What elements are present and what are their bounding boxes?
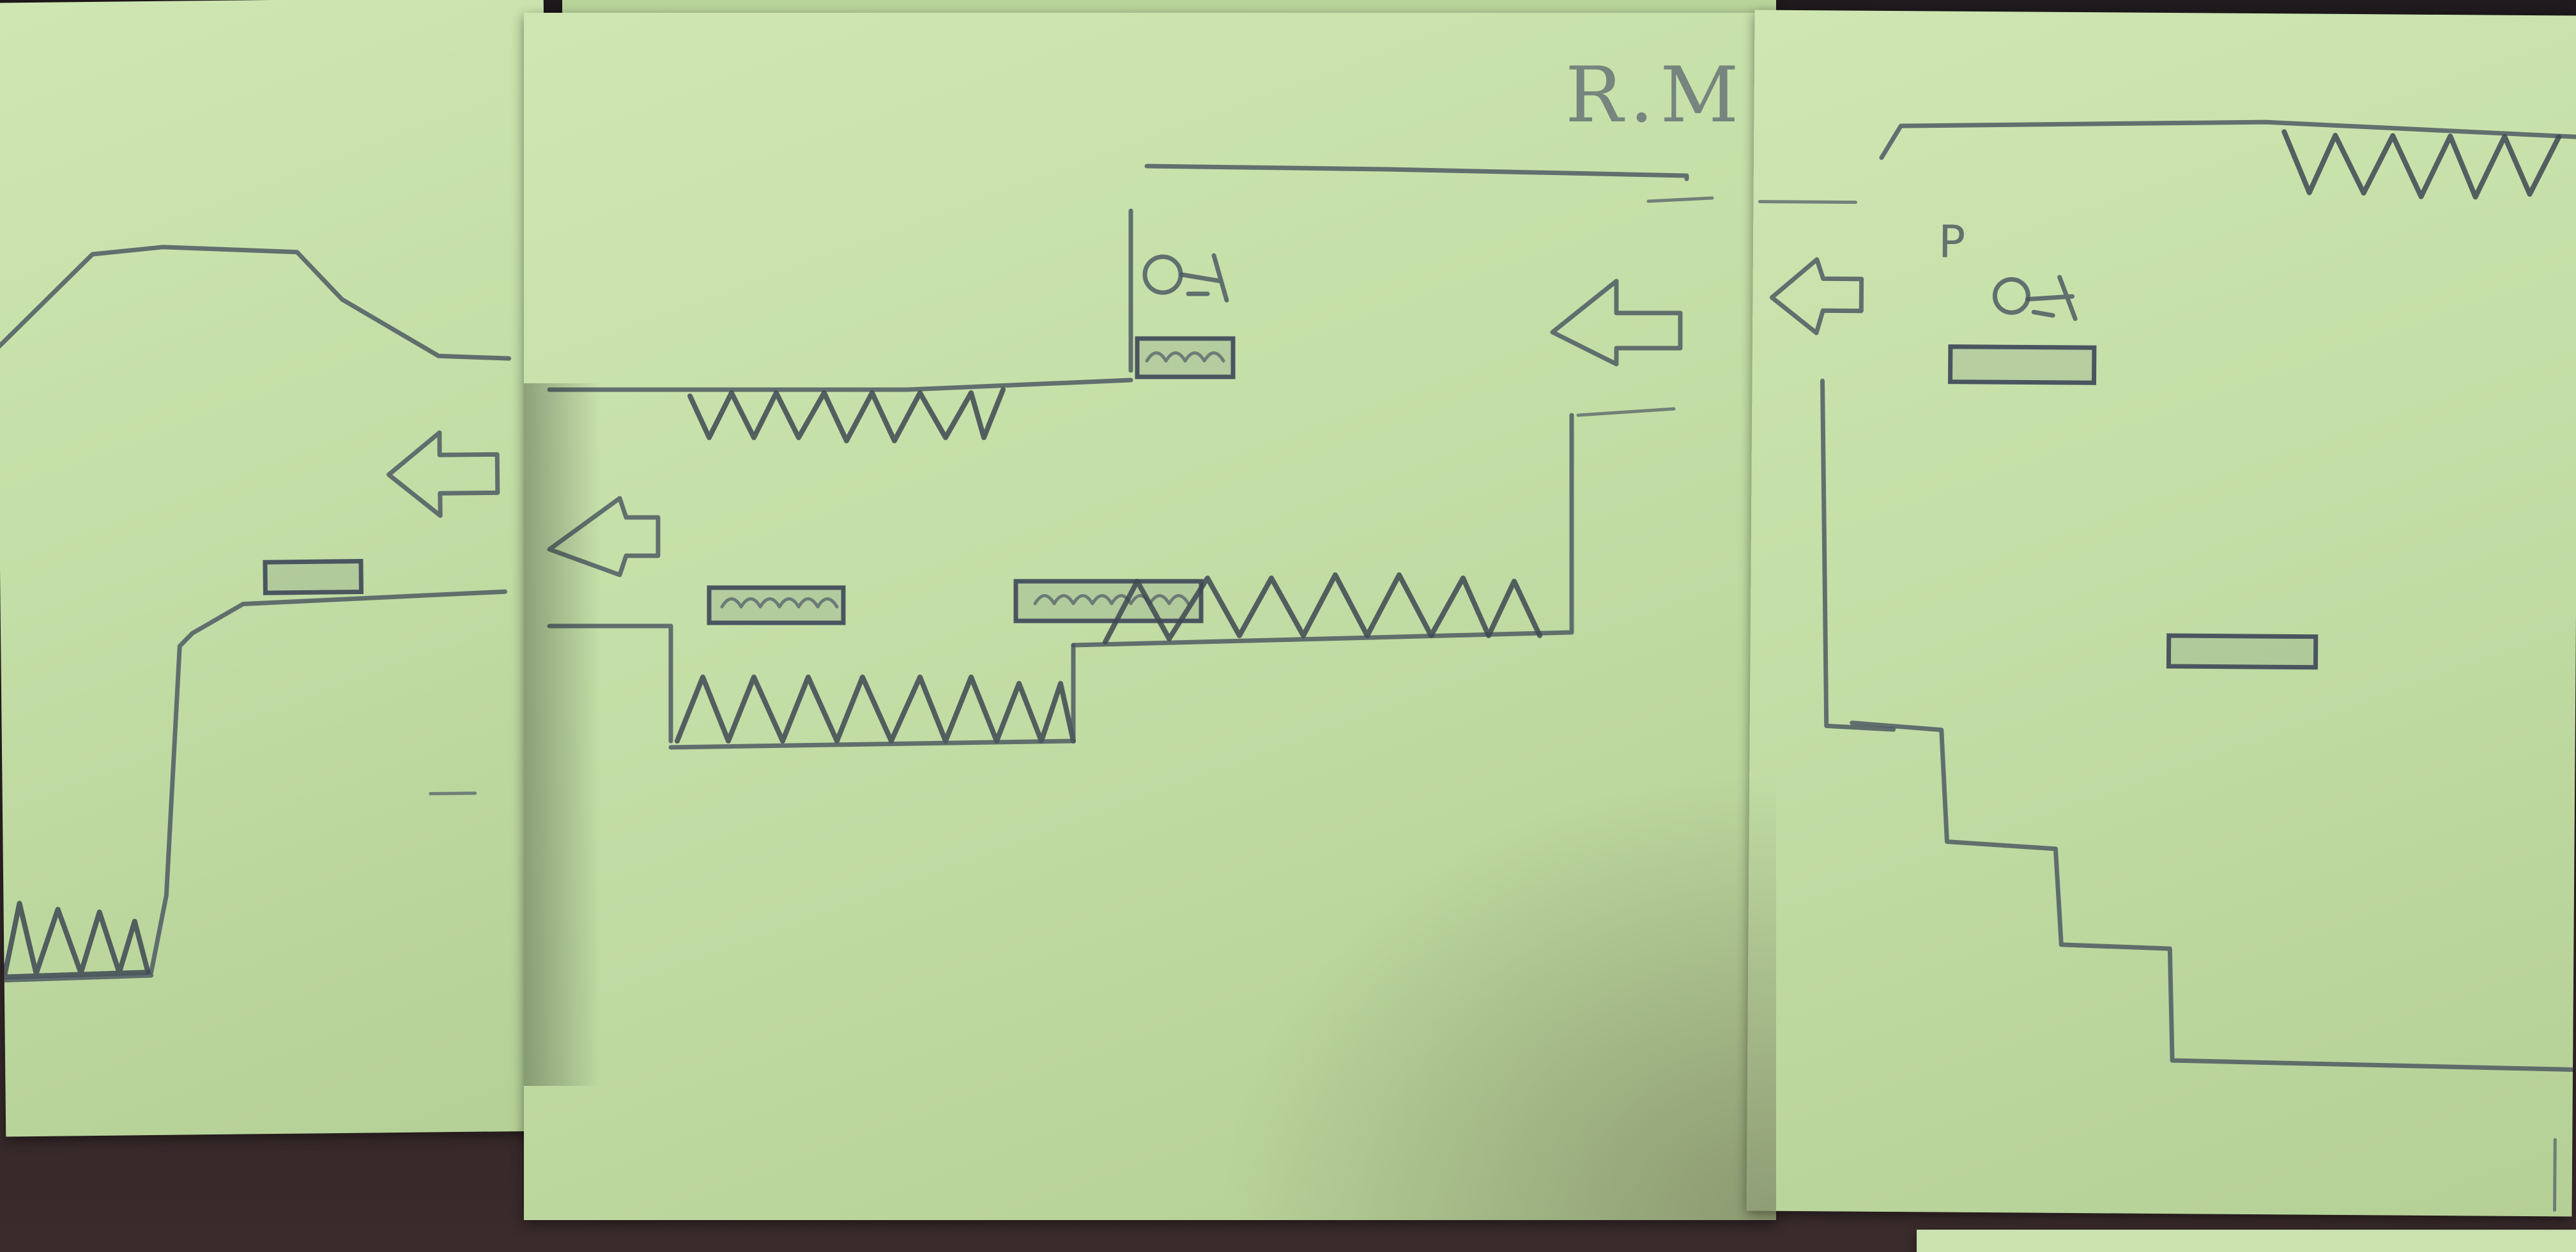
floating-platform: [2166, 633, 2319, 670]
ledge-tick: [1576, 407, 1676, 417]
arrow-left-icon: [386, 430, 500, 518]
ceiling-line: [1144, 164, 1689, 181]
pit-floor: [2, 973, 154, 982]
staircase: [1850, 721, 2575, 1072]
left-level-note: [0, 0, 556, 1137]
right-level-note: P: [1746, 10, 2576, 1217]
edge-mark: [2552, 1138, 2557, 1212]
spring-platform-right: [1013, 579, 1204, 623]
pit-floor: [668, 643, 1076, 750]
author-initials: R.M: [1565, 51, 1745, 140]
left-ledge: [547, 623, 673, 744]
arrow-left-icon: [1769, 257, 1864, 335]
ramp-ceiling: [0, 245, 512, 361]
ceiling-line: [1879, 119, 2576, 160]
pencil-mark: [429, 791, 477, 795]
arrow-left-entry-icon: [547, 496, 661, 577]
middle-level-sketch: [547, 164, 1714, 750]
arrow-left-exit-icon: [1550, 279, 1683, 367]
raised-spikes: [1103, 572, 1542, 645]
ceiling-spikes: [2281, 129, 2562, 200]
middle-level-note: R.M: [524, 13, 1776, 1220]
spring-platform-left: [707, 585, 846, 625]
upper-ledge: [547, 378, 1133, 392]
player-sprite: [1992, 275, 2078, 321]
player-label: P: [1938, 215, 1966, 268]
left-wall: [1820, 378, 1896, 732]
start-platform: [1947, 344, 2097, 385]
left-level-sketch: [0, 245, 512, 982]
spring-block: [1135, 336, 1236, 379]
ceiling-spikes: [687, 387, 1006, 443]
background-note-bottom-right: [1917, 1230, 2576, 1252]
platform: [263, 559, 364, 595]
floor-spikes: [675, 675, 1076, 744]
raised-floor: [1071, 413, 1574, 648]
ground-ledge: [146, 589, 507, 975]
spike-pit: [1, 901, 151, 980]
right-level-sketch: [1758, 119, 2576, 1212]
ceiling-tick: [1646, 196, 1714, 203]
enemy-sprite: [1142, 253, 1229, 303]
